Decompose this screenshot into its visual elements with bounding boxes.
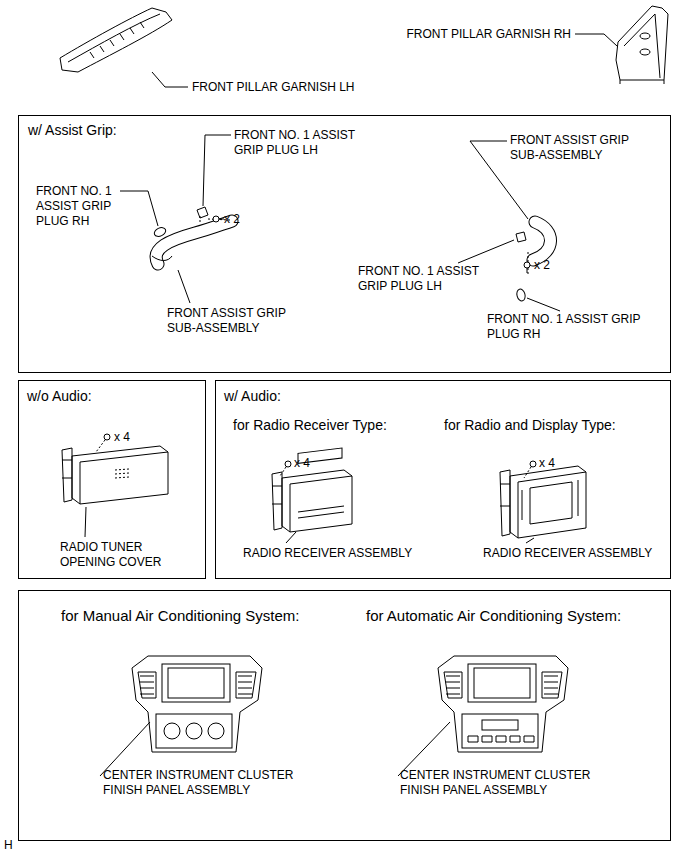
leader-line [178, 270, 190, 303]
quantity-label: x 4 [539, 456, 555, 471]
leader-line [526, 538, 534, 543]
part-name: CENTER INSTRUMENT CLUSTER FINISH PANEL A… [400, 768, 620, 798]
radio-receiver-display [500, 461, 586, 538]
part-name: FRONT ASSIST GRIP SUB-ASSEMBLY [510, 133, 660, 163]
option-panel: for Manual Air Conditioning System: for A… [18, 590, 671, 841]
leader-line [527, 298, 560, 311]
part-name: FRONT NO. 1 ASSIST GRIP PLUG LH [234, 128, 374, 158]
part-name: FRONT NO. 1 ASSIST GRIP PLUG RH [487, 312, 647, 342]
variant-heading: for Automatic Air Conditioning System: [366, 607, 621, 625]
quantity-label: x 2 [224, 212, 240, 227]
part-name: FRONT PILLAR GARNISH LH [192, 80, 354, 95]
leader-line [575, 34, 617, 46]
leader-line [120, 191, 158, 226]
leader-line [100, 722, 150, 776]
leader-line [286, 532, 296, 543]
part-name: RADIO TUNER OPENING COVER [60, 540, 170, 570]
center-cluster-panel-auto [438, 656, 568, 752]
assist-grip-right [516, 222, 551, 302]
part-name: FRONT NO. 1 ASSIST GRIP PLUG LH [358, 264, 498, 294]
radio-receiver [272, 448, 352, 532]
pillar-garnish-lh [60, 8, 172, 72]
part-name: FRONT NO. 1 ASSIST GRIP PLUG RH [36, 184, 126, 229]
figure-code: H [4, 838, 13, 853]
panel-heading: w/ Audio: [224, 388, 281, 405]
part-name: RADIO RECEIVER ASSEMBLY [483, 546, 652, 561]
leader-line [85, 507, 86, 537]
quantity-label: x 4 [294, 456, 310, 471]
panel-heading: w/ Assist Grip: [28, 122, 117, 139]
leader-line [458, 240, 514, 263]
variant-heading: for Radio Receiver Type: [233, 417, 387, 434]
leader-line [203, 135, 231, 206]
part-name: CENTER INSTRUMENT CLUSTER FINISH PANEL A… [103, 768, 323, 798]
panel-heading: w/o Audio: [27, 388, 92, 405]
center-cluster-panel-manual [132, 656, 262, 752]
radio-tuner-cover [62, 434, 168, 504]
quantity-label: x 4 [114, 430, 130, 445]
part-name: FRONT PILLAR GARNISH RH [407, 27, 571, 42]
part-name: FRONT ASSIST GRIP SUB-ASSEMBLY [167, 306, 317, 336]
assist-grip-left [152, 207, 232, 264]
panel-heading: for Manual Air Conditioning System: [61, 607, 299, 625]
leader-line [152, 72, 188, 87]
leader-line [398, 722, 450, 776]
part-name: RADIO RECEIVER ASSEMBLY [243, 546, 412, 561]
variant-heading: for Radio and Display Type: [444, 417, 616, 434]
quantity-label: x 2 [534, 258, 550, 273]
pillar-garnish-rh [616, 6, 668, 84]
